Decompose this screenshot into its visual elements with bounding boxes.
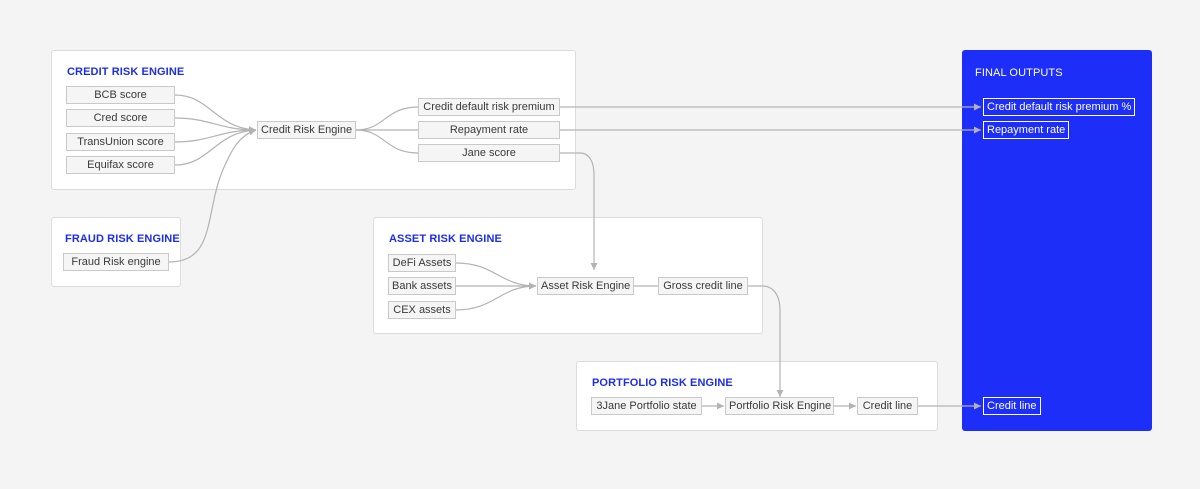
fraud-risk-panel [51, 217, 181, 287]
node-repayment-rate: Repayment rate [418, 121, 560, 139]
node-credit-default-risk-premium: Credit default risk premium [418, 98, 560, 116]
edge-equifax-to-credit [174, 126, 257, 166]
node-cex-assets: CEX assets [388, 301, 456, 319]
fraud-risk-title: FRAUD RISK ENGINE [65, 233, 180, 245]
final-credit-default-risk-premium: Credit default risk premium % [983, 98, 1136, 116]
credit-risk-title: CREDIT RISK ENGINE [67, 66, 185, 78]
edge-jane-to-asset [560, 152, 598, 270]
portfolio-risk-title: PORTFOLIO RISK ENGINE [592, 377, 733, 389]
final-repayment-rate: Repayment rate [983, 121, 1070, 139]
node-portfolio-risk-engine: Portfolio Risk Engine [725, 397, 834, 415]
edge-defi-to-asset [455, 262, 537, 290]
node-equifax-score: Equifax score [66, 156, 175, 174]
node-portfolio-state: 3Jane Portfolio state [591, 397, 702, 415]
portfolio-risk-panel [576, 361, 938, 431]
node-asset-risk-engine: Asset Risk Engine [537, 277, 634, 295]
final-credit-line: Credit line [983, 397, 1041, 415]
edge-cex-to-asset [455, 282, 537, 311]
node-credit-line: Credit line [857, 397, 918, 415]
node-bank-assets: Bank assets [388, 277, 456, 295]
asset-risk-title: ASSET RISK ENGINE [389, 233, 502, 245]
node-defi-assets: DeFi Assets [388, 254, 456, 272]
edge-transunion-to-credit [174, 126, 257, 143]
node-gross-credit-line: Gross credit line [658, 277, 748, 295]
node-cred-score: Cred score [66, 109, 175, 127]
edge-credit-to-premium [355, 106, 419, 131]
final-outputs-title: FINAL OUTPUTS [975, 67, 1063, 79]
edge-credit-to-jane [355, 129, 419, 154]
edge-gross-to-portfolio [748, 285, 784, 397]
node-jane-score: Jane score [418, 144, 560, 162]
node-fraud-risk-engine: Fraud Risk engine [63, 253, 169, 271]
edge-fraud-to-credit [168, 128, 257, 263]
edge-cred-to-credit [174, 117, 257, 134]
node-credit-risk-engine: Credit Risk Engine [257, 121, 356, 139]
edge-bcb-to-credit [174, 94, 257, 134]
node-transunion-score: TransUnion score [66, 133, 175, 151]
node-bcb-score: BCB score [66, 86, 175, 104]
